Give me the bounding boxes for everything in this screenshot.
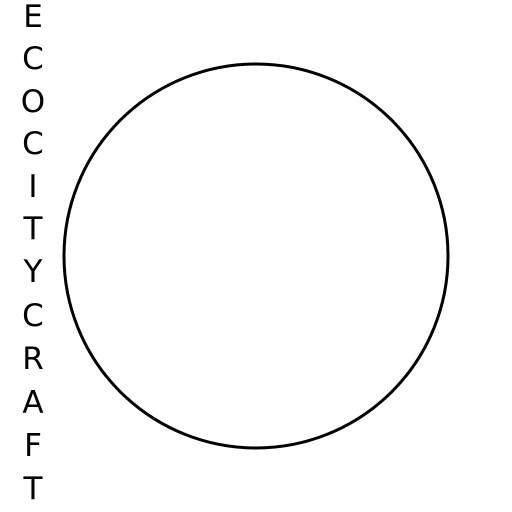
logo-letter: A bbox=[22, 385, 44, 421]
logo-letter: C bbox=[22, 41, 44, 77]
logo-letter: C bbox=[22, 126, 44, 162]
logo-letter: R bbox=[22, 341, 44, 377]
logo-letter: T bbox=[23, 211, 43, 247]
logo-letter: C bbox=[22, 298, 44, 334]
vertical-logo-text: E C O C I T Y C R A F T bbox=[18, 0, 48, 512]
logo-letter: T bbox=[23, 471, 43, 507]
logo-letter: Y bbox=[23, 254, 43, 290]
logo-letter: I bbox=[28, 169, 38, 205]
logo-letter: O bbox=[20, 84, 46, 120]
logo-letter: F bbox=[24, 428, 42, 464]
logo-letter: E bbox=[23, 0, 43, 35]
